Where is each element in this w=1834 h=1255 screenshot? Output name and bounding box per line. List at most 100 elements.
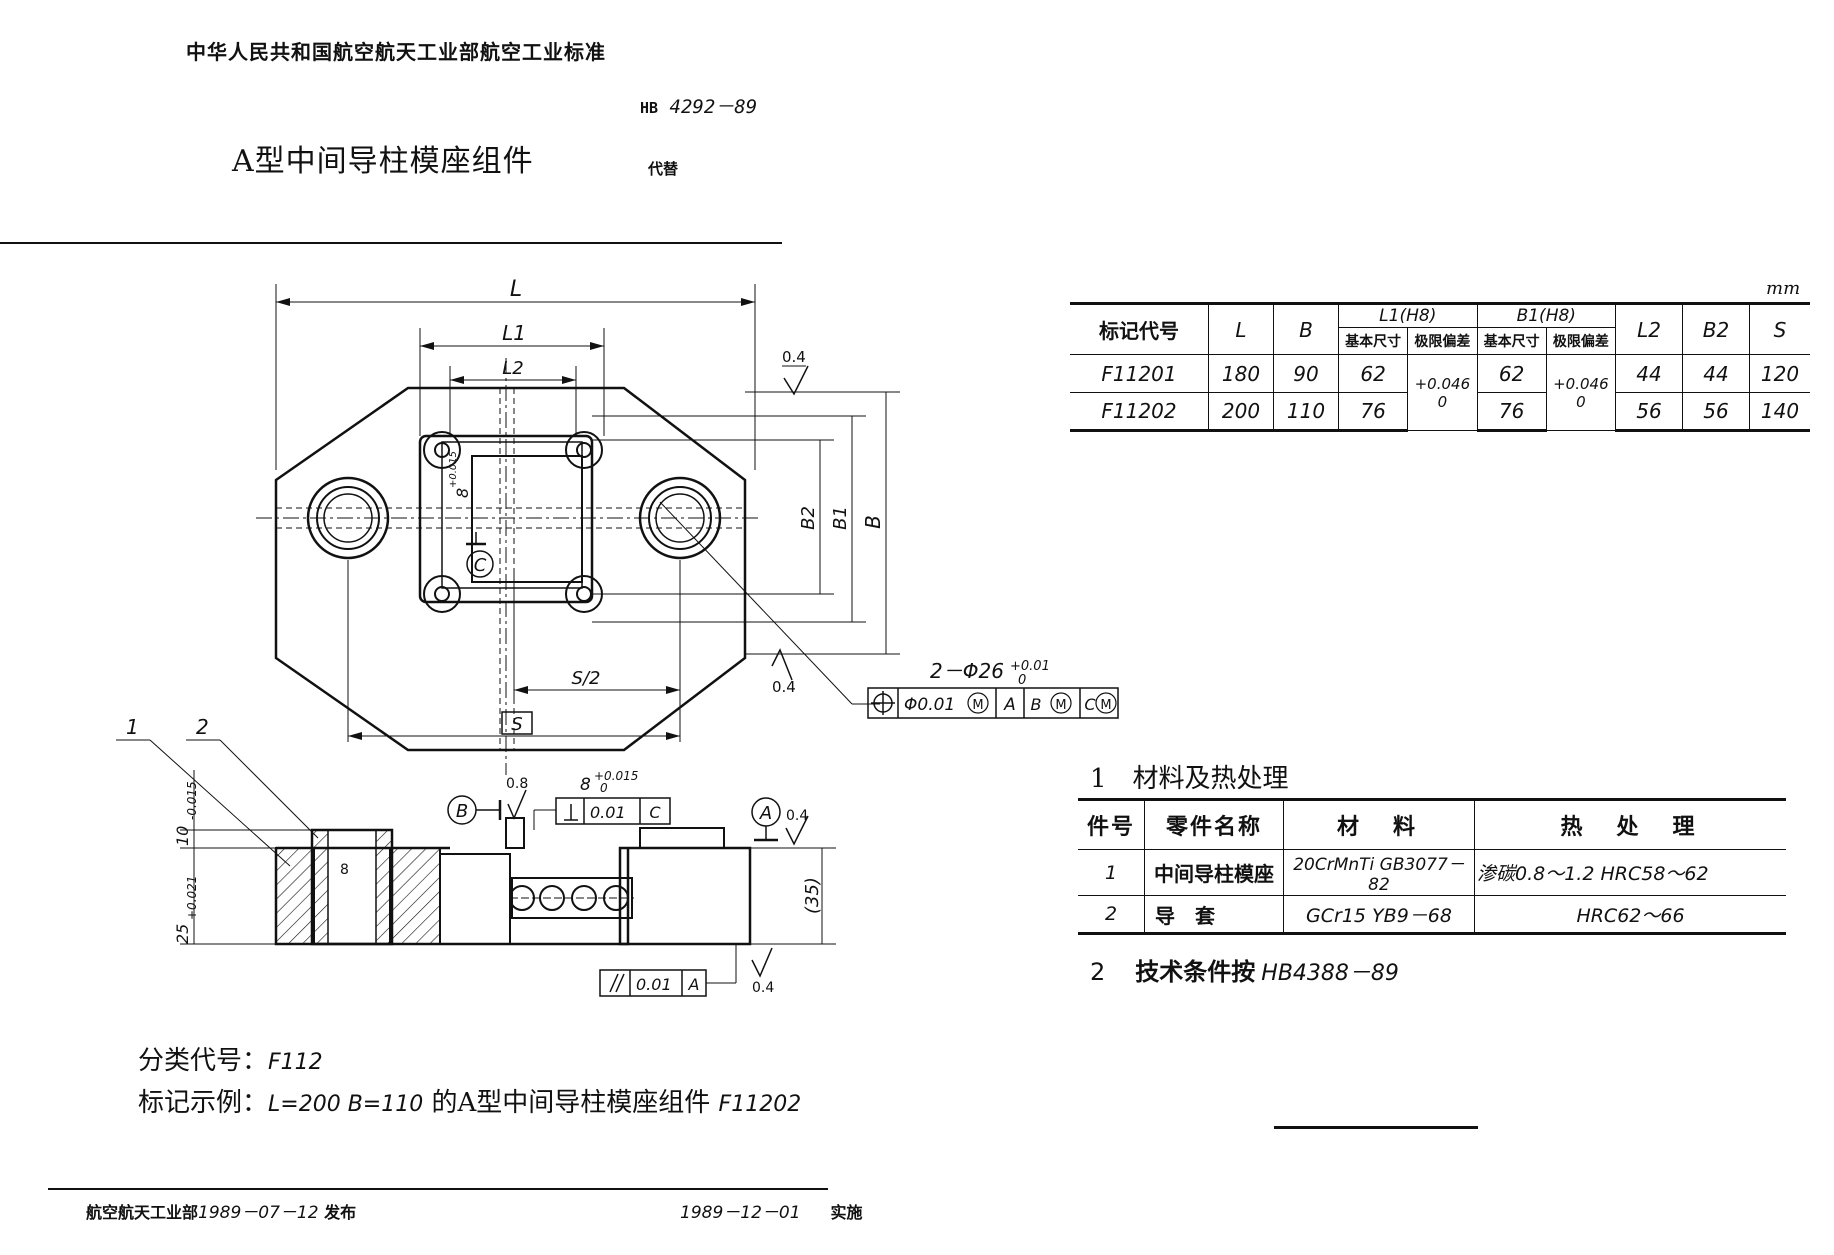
slot-spec: 8 xyxy=(580,775,591,795)
col-part-no: 件号 xyxy=(1078,798,1145,850)
dim-L2-label: L2 xyxy=(502,358,523,379)
tol-upper: +0.046 xyxy=(1553,374,1609,393)
par-tol-datum: A xyxy=(688,975,700,994)
roughness-A: 0.4 xyxy=(786,808,808,824)
issued-date: 1989－07－12 xyxy=(198,1203,319,1223)
cell-B: 90 xyxy=(1273,354,1339,393)
footer-rule xyxy=(48,1188,828,1190)
effective-label: 实施 xyxy=(830,1203,863,1222)
std-prefix: HB xyxy=(640,99,659,117)
hole-tol-lower: 0 xyxy=(1018,673,1026,688)
cell-B: 110 xyxy=(1273,392,1339,432)
dim-35: (35) xyxy=(802,877,823,914)
example-code: F11202 xyxy=(718,1092,802,1117)
roughness-bottom-sec: 0.4 xyxy=(752,980,774,996)
top-view: L L1 L2 B B1 B2 8 +0.015 C xyxy=(256,277,1119,775)
cell-part-name: 中间导柱模座 xyxy=(1144,849,1284,896)
dim-S-half: S/2 xyxy=(572,668,601,689)
col-L1-basic: 基本尺寸 xyxy=(1337,327,1409,355)
cell-material: GCr15 YB9－68 xyxy=(1283,895,1475,935)
cell-heat: 渗碳0.8～1.2 HRC58～62 xyxy=(1474,849,1786,896)
cell-part-no: 2 xyxy=(1078,895,1145,935)
pos-tol-datum-B: B xyxy=(1031,695,1042,714)
replaces-label: 代替 xyxy=(648,160,679,178)
table-row: F11202 200 110 76 76 56 56 140 xyxy=(1070,392,1810,432)
cell-L1: 76 xyxy=(1337,392,1409,432)
col-L1-limit: 极限偏差 xyxy=(1407,327,1478,355)
dim-B2-label: B2 xyxy=(798,506,819,530)
col-L: L xyxy=(1208,302,1274,355)
table-row: 1 中间导柱模座 20CrMnTi GB3077－82 渗碳0.8～1.2 HR… xyxy=(1078,849,1786,896)
dim-10: 10 xyxy=(173,826,192,846)
dim-25: 25 xyxy=(173,924,192,944)
datum-A-label: A xyxy=(759,803,772,824)
col-B: B xyxy=(1273,302,1339,355)
cell-heat: HRC62～66 xyxy=(1474,895,1786,935)
pos-tol-datum-A: A xyxy=(1003,695,1016,715)
issuer: 航空航天工业部 xyxy=(86,1203,199,1222)
col-S: S xyxy=(1749,302,1810,355)
tol-lower: 0 xyxy=(1437,392,1448,411)
slot-width-label: 8 xyxy=(453,488,472,498)
col-B1: B1(H8) xyxy=(1476,302,1616,328)
col-material: 材 料 xyxy=(1283,798,1475,850)
perp-tol-value: 0.01 xyxy=(590,803,626,822)
dim-B1-label: B1 xyxy=(830,506,851,530)
cell-L1: 62 xyxy=(1337,354,1409,393)
hole-tol-upper: +0.01 xyxy=(1010,659,1050,674)
dim-L-label: L xyxy=(510,277,522,302)
classification-value: F112 xyxy=(268,1050,323,1075)
pos-tol-mmc: M xyxy=(972,698,983,713)
dim-B-label: B xyxy=(861,515,885,529)
cell-material: 20CrMnTi GB3077－82 xyxy=(1283,849,1475,896)
cell-S: 120 xyxy=(1749,354,1810,393)
issued-info: 航空航天工业部1989－07－12 发布 xyxy=(86,1198,356,1223)
pos-tol-value: Φ0.01 xyxy=(904,695,955,715)
col-B1-basic: 基本尺寸 xyxy=(1476,327,1547,355)
standard-number: HB 4292－89 xyxy=(640,92,757,119)
classification-label: 分类代号 xyxy=(138,1046,243,1076)
col-heat-treatment: 热 处 理 xyxy=(1474,798,1786,850)
tech-label: 技术条件按 xyxy=(1135,958,1256,986)
dim-L1-label: L1 xyxy=(502,321,526,345)
col-L1: L1(H8) xyxy=(1338,302,1478,328)
section-view: 8 10 -0.015 25 +0.021 (35) 1 2 xyxy=(116,715,836,997)
cell-L: 200 xyxy=(1208,392,1274,432)
slot-tol-lower: 0 xyxy=(600,781,608,795)
example-params: L=200 B=110 xyxy=(268,1092,424,1117)
cell-code: F11201 xyxy=(1070,354,1209,393)
unit-label: mm xyxy=(1766,278,1801,299)
col-B2: B2 xyxy=(1682,302,1750,355)
header-rule xyxy=(0,242,782,244)
par-tol-value: 0.01 xyxy=(636,975,672,994)
pos-tol-datum-C: C xyxy=(1084,695,1096,714)
slot-width-tol: +0.015 xyxy=(448,451,459,488)
tol-lower: 0 xyxy=(1576,392,1586,411)
callout-2: 2 xyxy=(196,715,209,739)
standard-authority: 中华人民共和国航空航天工业部航空工业标准 xyxy=(186,40,606,64)
cell-part-name: 导 套 xyxy=(1144,895,1284,935)
cell-L: 180 xyxy=(1208,354,1274,393)
section-number: 2 xyxy=(1090,958,1106,986)
bushing-mark: 8 xyxy=(340,862,349,878)
slot-tol-upper: +0.015 xyxy=(594,769,638,783)
perp-tol-datum: C xyxy=(649,803,661,822)
materials-table: 件号 零件名称 材 料 热 处 理 1 中间导柱模座 20CrMnTi GB30… xyxy=(1078,798,1786,935)
classification-row: 分类代号：F112 xyxy=(138,1046,323,1076)
roughness-08: 0.8 xyxy=(506,776,528,792)
cell-S: 140 xyxy=(1749,392,1810,432)
dim-10-tol: -0.015 xyxy=(185,781,199,820)
cell-B1: 62 xyxy=(1476,354,1547,393)
issued-label: 发布 xyxy=(324,1203,357,1222)
hole-spec: 2－Φ26 xyxy=(930,659,1004,683)
cell-B2: 44 xyxy=(1682,354,1750,393)
assembly-drawing: L L1 L2 B B1 B2 8 +0.015 C xyxy=(116,277,1119,997)
col-code: 标记代号 xyxy=(1070,302,1209,355)
std-number-value: 4292－89 xyxy=(669,96,758,118)
col-part-name: 零件名称 xyxy=(1144,798,1284,850)
dimension-table: 标记代号 L B L1(H8) B1(H8) L2 B2 S 基本尺寸 极限偏差… xyxy=(1070,302,1810,432)
